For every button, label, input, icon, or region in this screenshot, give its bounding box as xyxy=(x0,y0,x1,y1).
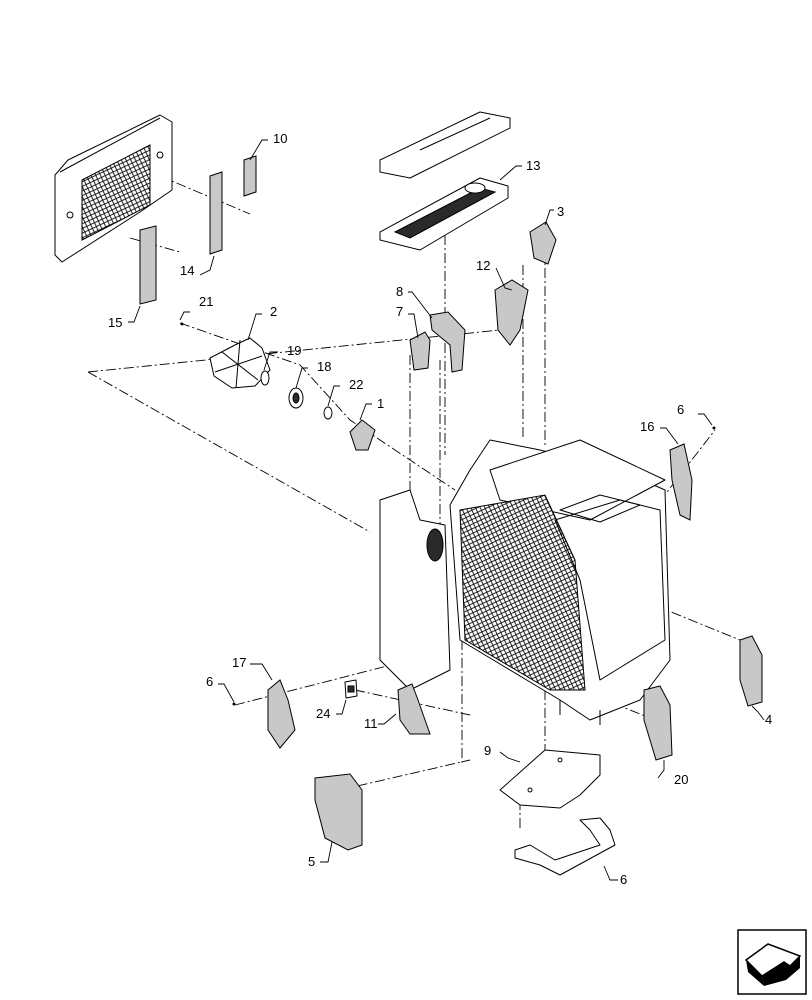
callout-19: 18 xyxy=(317,359,331,374)
callout-22: 21 xyxy=(199,294,213,309)
callout-2: 2 xyxy=(270,304,277,319)
top-panel-14 xyxy=(379,177,509,251)
side-panel-17 xyxy=(669,443,693,521)
ring-part-19 xyxy=(288,387,304,409)
callout-15: 14 xyxy=(180,263,194,278)
callout-23: 22 xyxy=(349,377,363,392)
callout-24: 24 xyxy=(316,706,330,721)
callout-3: 3 xyxy=(557,204,564,219)
bracket-part-12 xyxy=(397,683,431,735)
callout-17: 16 xyxy=(640,419,654,434)
cab-frame xyxy=(379,439,671,725)
plate-part-10 xyxy=(499,749,601,809)
callout-1: 1 xyxy=(377,396,384,411)
bracket-part-13 xyxy=(494,279,529,346)
callout-13: 12 xyxy=(476,258,490,273)
fan-part-2 xyxy=(209,337,271,389)
callout-labels: 10 14 15 21 2 19 18 22 1 13 3 12 8 7 6 1… xyxy=(108,131,772,887)
label-part-24 xyxy=(344,679,358,699)
bushing-part-23 xyxy=(323,406,333,420)
bracket-part-7 xyxy=(514,817,616,876)
spacer-part-20 xyxy=(260,370,270,386)
foam-part-15 xyxy=(209,171,223,255)
bracket-part-8 xyxy=(409,331,431,371)
callout-11: 10 xyxy=(273,131,287,146)
callout-10: 9 xyxy=(484,743,491,758)
callout-7: 6 xyxy=(620,872,627,887)
bracket-part-3 xyxy=(529,221,557,265)
callout-9: 8 xyxy=(396,284,403,299)
bracket-part-9 xyxy=(429,311,466,373)
foam-part-11 xyxy=(243,155,257,197)
callout-20: 19 xyxy=(287,343,301,358)
callout-18: 17 xyxy=(232,655,246,670)
callout-12: 11 xyxy=(364,716,378,731)
callout-4: 4 xyxy=(765,712,772,727)
leader-lines xyxy=(128,139,765,881)
callout-5: 5 xyxy=(308,854,315,869)
foam-part-21 xyxy=(643,685,673,761)
rear-screen-panel xyxy=(54,114,173,263)
hub-part-1 xyxy=(349,419,376,451)
callout-8: 7 xyxy=(396,304,403,319)
callout-14: 13 xyxy=(526,158,540,173)
side-panel-18 xyxy=(267,679,296,749)
callout-16: 15 xyxy=(108,315,122,330)
foam-part-4 xyxy=(739,635,763,707)
foam-part-16 xyxy=(139,225,157,305)
top-panel-upper xyxy=(379,111,511,179)
callout-6-right: 6 xyxy=(677,402,684,417)
callout-21: 20 xyxy=(674,772,688,787)
foam-part-5 xyxy=(314,773,363,851)
callout-6-left: 6 xyxy=(206,674,213,689)
next-page-arrow-icon[interactable] xyxy=(737,929,807,995)
